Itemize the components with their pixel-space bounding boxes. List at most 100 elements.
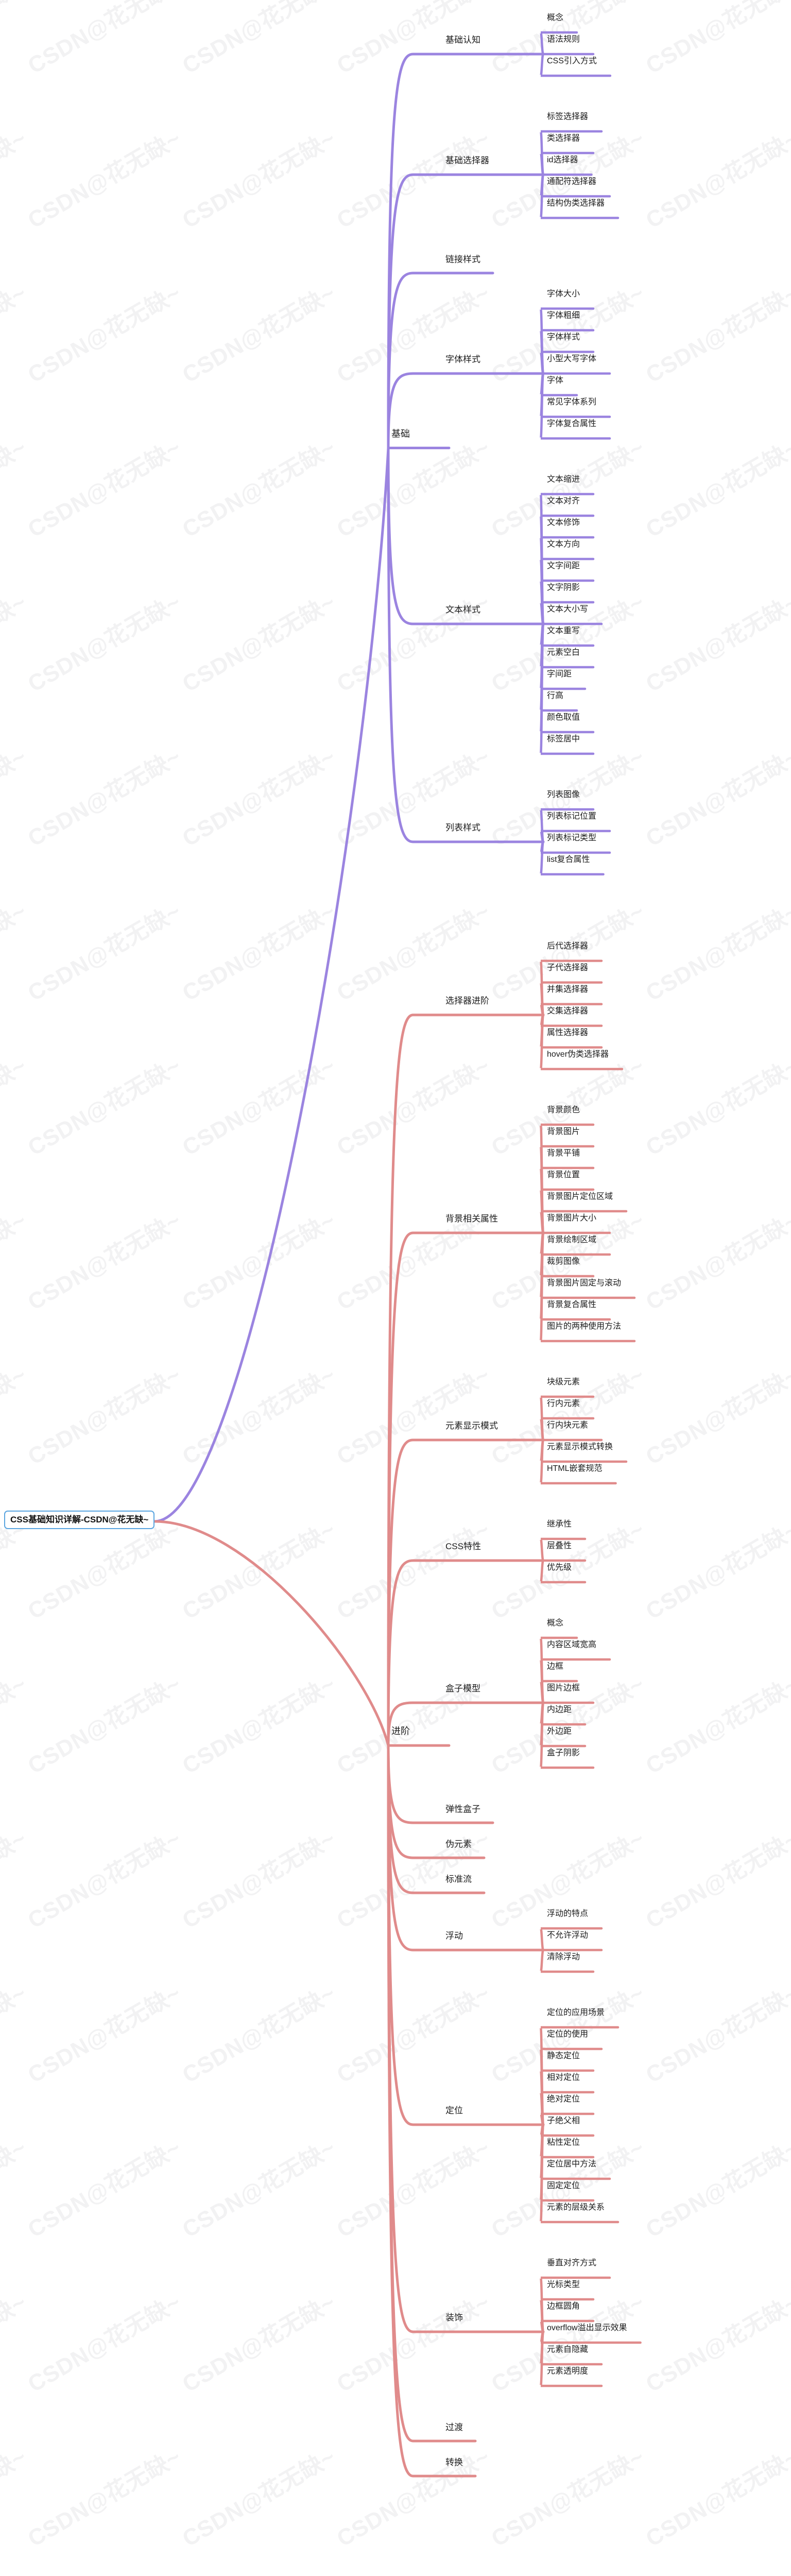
mindmap-node-文本样式[interactable]: 文本样式 (445, 604, 480, 615)
mindmap-node-文本方向[interactable]: 文本方向 (547, 540, 580, 549)
mindmap-node-文本重写[interactable]: 文本重写 (547, 626, 580, 635)
mindmap-node-结构伪类选择器[interactable]: 结构伪类选择器 (547, 199, 605, 208)
mindmap-node-HTML嵌套规范[interactable]: HTML嵌套规范 (547, 1464, 603, 1473)
mindmap-node-外边距[interactable]: 外边距 (547, 1727, 572, 1736)
mindmap-node-字体粗细[interactable]: 字体粗细 (547, 311, 580, 320)
mindmap-node-概念[interactable]: 概念 (547, 13, 564, 22)
mindmap-node-行内元素[interactable]: 行内元素 (547, 1399, 580, 1408)
mindmap-node-字体样式[interactable]: 字体样式 (445, 354, 480, 364)
mindmap-node-光标类型[interactable]: 光标类型 (547, 2280, 580, 2289)
mindmap-node-盒子模型[interactable]: 盒子模型 (445, 1683, 480, 1693)
mindmap-node-元素显示模式[interactable]: 元素显示模式 (445, 1420, 498, 1431)
mindmap-node-字体大小[interactable]: 字体大小 (547, 290, 580, 298)
mindmap-node-id选择器[interactable]: id选择器 (547, 156, 578, 164)
mindmap-node-并集选择器[interactable]: 并集选择器 (547, 985, 589, 994)
mindmap-node-背景相关属性[interactable]: 背景相关属性 (445, 1213, 498, 1224)
mindmap-node-字体复合属性[interactable]: 字体复合属性 (547, 419, 597, 428)
mindmap-node-内容区域宽高[interactable]: 内容区域宽高 (547, 1640, 597, 1649)
mindmap-node-通配符选择器[interactable]: 通配符选择器 (547, 177, 597, 186)
mindmap-node-标签选择器[interactable]: 标签选择器 (547, 112, 589, 121)
mindmap-node-标准流[interactable]: 标准流 (445, 1874, 472, 1884)
mindmap-node-文字间距[interactable]: 文字间距 (547, 562, 580, 570)
mindmap-node-文字阴影[interactable]: 文字阴影 (547, 583, 580, 592)
mindmap-node-边框圆角[interactable]: 边框圆角 (547, 2302, 580, 2311)
mindmap-node-绝对定位[interactable]: 绝对定位 (547, 2095, 580, 2104)
mindmap-node-CSS特性[interactable]: CSS特性 (445, 1541, 481, 1551)
mindmap-node-背景位置[interactable]: 背景位置 (547, 1171, 580, 1179)
mindmap-node-hover伪类选择器[interactable]: hover伪类选择器 (547, 1050, 609, 1059)
mindmap-node-后代选择器[interactable]: 后代选择器 (547, 942, 589, 951)
mindmap-node-子绝父相[interactable]: 子绝父相 (547, 2116, 580, 2125)
mindmap-node-伪元素[interactable]: 伪元素 (445, 1839, 472, 1849)
mindmap-node-文本对齐[interactable]: 文本对齐 (547, 497, 580, 505)
mindmap-node-元素空白[interactable]: 元素空白 (547, 648, 580, 657)
mindmap-node-字体样式[interactable]: 字体样式 (547, 333, 580, 342)
mindmap-node-垂直对齐方式[interactable]: 垂直对齐方式 (547, 2259, 597, 2267)
mindmap-node-背景绘制区域[interactable]: 背景绘制区域 (547, 1235, 597, 1244)
mindmap-node-常见字体系列[interactable]: 常见字体系列 (547, 398, 597, 406)
mindmap-node-CSS引入方式[interactable]: CSS引入方式 (547, 57, 597, 65)
mindmap-node-进阶[interactable]: 进阶 (391, 1726, 410, 1736)
mindmap-node-继承性[interactable]: 继承性 (547, 1520, 572, 1529)
mindmap-node-层叠性[interactable]: 层叠性 (547, 1541, 572, 1550)
mindmap-node-浮动[interactable]: 浮动 (445, 1930, 463, 1941)
mindmap-node-内边距[interactable]: 内边距 (547, 1705, 572, 1714)
mindmap-node-列表标记类型[interactable]: 列表标记类型 (547, 834, 597, 842)
mindmap-node-弹性盒子[interactable]: 弹性盒子 (445, 1804, 480, 1814)
mindmap-node-背景颜色[interactable]: 背景颜色 (547, 1106, 580, 1114)
mindmap-node-概念[interactable]: 概念 (547, 1619, 564, 1628)
mindmap-node-基础[interactable]: 基础 (391, 428, 410, 439)
mindmap-node-背景图片固定与滚动[interactable]: 背景图片固定与滚动 (547, 1279, 622, 1287)
mindmap-root-node[interactable]: CSS基础知识详解-CSDN@花无缺~ (4, 1511, 155, 1529)
mindmap-node-清除浮动[interactable]: 清除浮动 (547, 1953, 580, 1961)
mindmap-node-背景平铺[interactable]: 背景平铺 (547, 1149, 580, 1158)
mindmap-node-基础认知[interactable]: 基础认知 (445, 35, 480, 45)
mindmap-node-基础选择器[interactable]: 基础选择器 (445, 155, 489, 165)
mindmap-node-字体[interactable]: 字体 (547, 376, 564, 385)
mindmap-node-颜色取值[interactable]: 颜色取值 (547, 713, 580, 722)
mindmap-node-overflow溢出显示效果[interactable]: overflow溢出显示效果 (547, 2324, 627, 2332)
mindmap-node-优先级[interactable]: 优先级 (547, 1563, 572, 1572)
mindmap-node-图片边框[interactable]: 图片边框 (547, 1684, 580, 1692)
mindmap-node-类选择器[interactable]: 类选择器 (547, 134, 580, 143)
mindmap-node-语法规则[interactable]: 语法规则 (547, 35, 580, 44)
mindmap-node-背景图片[interactable]: 背景图片 (547, 1127, 580, 1136)
mindmap-node-固定定位[interactable]: 固定定位 (547, 2181, 580, 2190)
mindmap-node-属性选择器[interactable]: 属性选择器 (547, 1028, 589, 1037)
mindmap-node-字间距[interactable]: 字间距 (547, 670, 572, 679)
mindmap-node-定位的应用场景[interactable]: 定位的应用场景 (547, 2008, 605, 2017)
mindmap-node-元素的层级关系[interactable]: 元素的层级关系 (547, 2203, 605, 2212)
mindmap-node-list复合属性[interactable]: list复合属性 (547, 855, 590, 864)
mindmap-node-子代选择器[interactable]: 子代选择器 (547, 963, 589, 972)
mindmap-node-行内块元素[interactable]: 行内块元素 (547, 1421, 589, 1430)
mindmap-node-裁剪图像[interactable]: 裁剪图像 (547, 1257, 580, 1266)
mindmap-node-转换[interactable]: 转换 (445, 2457, 463, 2467)
mindmap-node-链接样式[interactable]: 链接样式 (445, 254, 480, 264)
mindmap-node-定位居中方法[interactable]: 定位居中方法 (547, 2160, 597, 2168)
mindmap-node-粘性定位[interactable]: 粘性定位 (547, 2138, 580, 2147)
mindmap-node-过渡[interactable]: 过渡 (445, 2422, 463, 2432)
mindmap-node-列表样式[interactable]: 列表样式 (445, 822, 480, 833)
mindmap-node-标签居中[interactable]: 标签居中 (547, 735, 580, 743)
mindmap-node-定位的使用[interactable]: 定位的使用 (547, 2030, 589, 2039)
mindmap-node-列表图像[interactable]: 列表图像 (547, 790, 580, 799)
mindmap-node-背景图片定位区域[interactable]: 背景图片定位区域 (547, 1192, 613, 1201)
mindmap-node-背景复合属性[interactable]: 背景复合属性 (547, 1300, 597, 1309)
mindmap-node-定位[interactable]: 定位 (445, 2105, 463, 2115)
mindmap-node-浮动的特点[interactable]: 浮动的特点 (547, 1909, 589, 1918)
mindmap-node-图片的两种使用方法[interactable]: 图片的两种使用方法 (547, 1322, 622, 1331)
mindmap-node-背景图片大小[interactable]: 背景图片大小 (547, 1214, 597, 1223)
mindmap-node-列表标记位置[interactable]: 列表标记位置 (547, 812, 597, 821)
mindmap-node-不允许浮动[interactable]: 不允许浮动 (547, 1931, 589, 1940)
mindmap-node-块级元素[interactable]: 块级元素 (547, 1378, 580, 1386)
mindmap-node-文本缩进[interactable]: 文本缩进 (547, 475, 580, 484)
mindmap-node-小型大写字体[interactable]: 小型大写字体 (547, 354, 597, 363)
mindmap-node-相对定位[interactable]: 相对定位 (547, 2073, 580, 2082)
mindmap-node-选择器进阶[interactable]: 选择器进阶 (445, 995, 489, 1006)
mindmap-node-交集选择器[interactable]: 交集选择器 (547, 1007, 589, 1015)
mindmap-node-盒子阴影[interactable]: 盒子阴影 (547, 1749, 580, 1757)
mindmap-node-边框[interactable]: 边框 (547, 1662, 564, 1671)
mindmap-node-文本修饰[interactable]: 文本修饰 (547, 518, 580, 527)
mindmap-node-元素透明度[interactable]: 元素透明度 (547, 2367, 589, 2376)
mindmap-node-装饰[interactable]: 装饰 (445, 2312, 463, 2323)
